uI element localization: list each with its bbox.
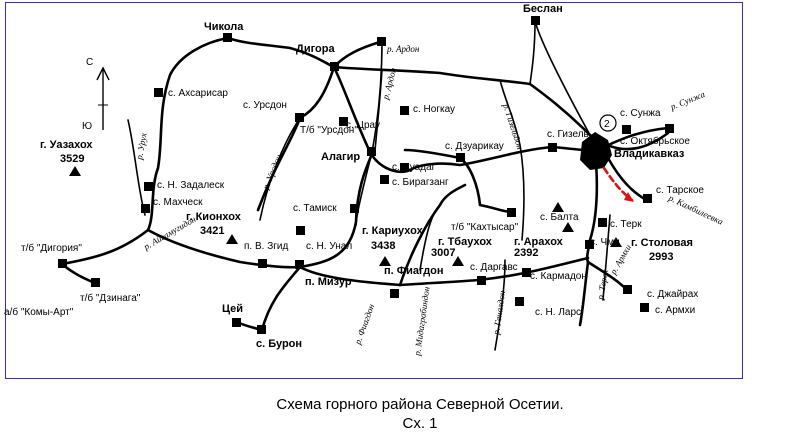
compass: С Ю [82, 57, 110, 132]
label-village: с. Урсдон [243, 100, 287, 111]
label-peak-name: г. Арахох [514, 236, 564, 248]
label-river: р. Ардон [380, 66, 398, 101]
compass-north: С [86, 57, 93, 68]
label-river: р. Камбилеевка [666, 192, 725, 227]
label-peak-name: г. Кионхох [186, 211, 242, 223]
label-base: т/б "Дзинага" [80, 292, 141, 304]
label-peak-height: 3529 [60, 153, 84, 165]
route-marker-number: 2 [604, 119, 610, 130]
label-village: с. Армхи [655, 305, 695, 316]
roads [60, 20, 670, 332]
label-village: с. Чми [590, 237, 620, 248]
label-river: р. Ардон [386, 44, 420, 54]
label-peak-height: 3007 [431, 247, 455, 259]
label-peak-name: г. Столовая [631, 237, 693, 249]
label-village: с. Гизель [547, 129, 589, 140]
city-labels: Беслан Чикола Дигора Алагир Владикавказ … [204, 3, 685, 350]
label-village: с. Суадаг [392, 162, 436, 173]
label-village: с. Даргавс [470, 262, 518, 273]
vladikavkaz-city [580, 132, 634, 202]
label-buron: с. Бурон [256, 338, 302, 350]
map-frame [5, 2, 743, 379]
route-marker: 2 [599, 114, 617, 132]
label-peak-name: г. Тбаухох [438, 236, 493, 248]
caption-title: Схема горного района Северной Осетии. [276, 396, 564, 413]
label-village: с. Бирагзанг [392, 177, 449, 188]
label-village: с. Ногкау [413, 104, 455, 115]
label-village: с. Джайрах [647, 289, 698, 300]
peak-markers [69, 166, 622, 266]
label-fiagdon: п. Фиагдон [384, 265, 444, 277]
caption-subtitle: Сх. 1 [402, 415, 438, 432]
label-village: с. Н. Унал [306, 241, 352, 252]
label-river: р. Урсдон [260, 152, 284, 191]
label-peak-height: 3421 [200, 225, 224, 237]
label-village: с. Дзуарикау [445, 141, 504, 152]
label-village: п. В. Згид [244, 241, 288, 252]
label-vladikavkaz: Владикавказ [614, 148, 685, 160]
label-peak-name: г. Кариухох [362, 225, 424, 237]
label-village: с. Сунжа [620, 108, 661, 119]
label-river: р. Мидаграбиндон [412, 285, 432, 357]
label-chikola: Чикола [204, 21, 244, 33]
label-peak-height: 2392 [514, 247, 538, 259]
label-peak-name: г. Уазахох [40, 139, 93, 151]
label-tsey: Цей [222, 303, 243, 315]
label-beslan: Беслан [523, 3, 563, 15]
base-labels: Т/б "Урсдон" т/б "Дигория" т/б "Дзинага"… [4, 124, 519, 318]
label-river: р. Сунжа [668, 89, 707, 112]
label-mizur: п. Мизур [305, 276, 352, 288]
label-base: т/б "Кахтысар" [451, 221, 519, 233]
label-peak-height: 2993 [649, 251, 673, 263]
label-village: с. Ахсарисар [168, 88, 228, 99]
label-village: с. Терк [610, 219, 642, 230]
label-base: Т/б "Урсдон" [300, 124, 358, 136]
label-river: р. Урух [134, 132, 149, 161]
label-river: р. Гизельдон [501, 102, 526, 152]
label-base: т/б "Дигория" [21, 242, 82, 254]
label-village: с. Тарское [656, 185, 704, 196]
peak-labels: г. Уазахох 3529 г. Кионхох 3421 г. Кариу… [40, 139, 693, 263]
compass-south: Ю [82, 121, 92, 132]
label-river: р. Фиагдон [352, 302, 376, 347]
label-alagir: Алагир [321, 151, 360, 163]
village-labels: с. Ахсарисар с. Урсдон с. Црау с. Ногкау… [153, 88, 704, 318]
settlement-markers [58, 16, 674, 334]
label-village: с. Црау [346, 120, 380, 131]
label-digora: Дигора [296, 43, 335, 55]
label-village: с. Н. Ларс [535, 307, 581, 318]
label-river: р. Терек [595, 268, 610, 301]
label-river: р. Геналдон [491, 290, 507, 337]
label-village: с. Октябрьское [620, 135, 690, 147]
label-village: с. Балта [540, 212, 579, 223]
label-village: с. Кармадон [530, 271, 587, 282]
label-base: а/б "Комы-Арт" [4, 306, 74, 318]
label-village: с. Н. Задалеск [157, 180, 225, 191]
label-peak-height: 3438 [371, 240, 395, 252]
label-village: с. Тамиск [293, 203, 337, 214]
label-village: с. Махческ [153, 197, 203, 208]
